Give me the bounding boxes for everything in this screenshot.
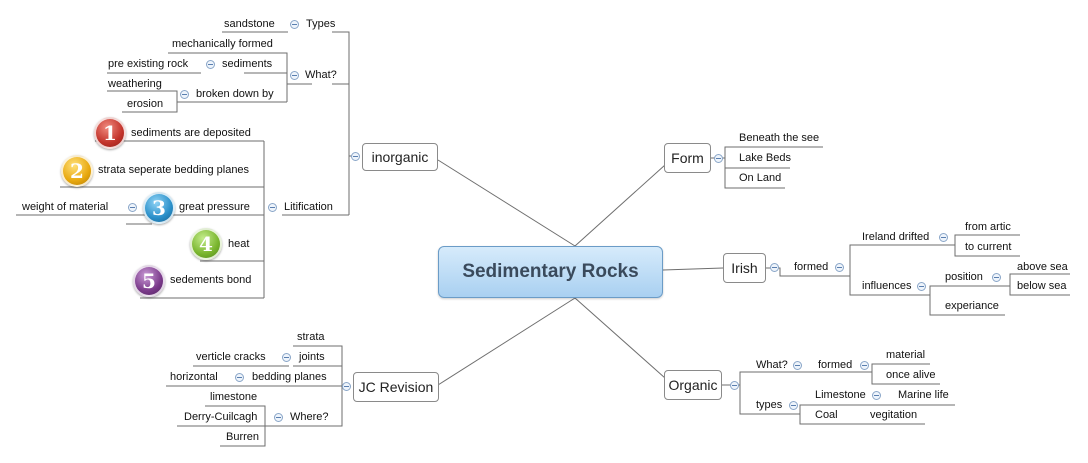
node-weathering[interactable]: weathering: [108, 78, 162, 90]
central-topic[interactable]: Sedimentary Rocks: [438, 246, 663, 298]
collapse-icon[interactable]: [714, 154, 723, 163]
node-position[interactable]: position: [945, 271, 983, 283]
node-litification[interactable]: Litification: [284, 201, 333, 213]
node-beneath-the-see[interactable]: Beneath the see: [739, 132, 820, 144]
node-strata[interactable]: strata: [297, 331, 325, 343]
collapse-icon[interactable]: [939, 233, 948, 242]
node-derry-cuilcagh[interactable]: Derry-Cuilcagh: [184, 411, 258, 423]
node-types[interactable]: Types: [306, 18, 336, 30]
node-below-sea[interactable]: below sea: [1017, 280, 1067, 292]
node-sedements-bond[interactable]: sedements bond: [170, 274, 252, 286]
collapse-icon[interactable]: [268, 203, 277, 212]
collapse-icon[interactable]: [793, 361, 802, 370]
node-marine-life[interactable]: Marine life: [898, 389, 949, 401]
collapse-icon[interactable]: [835, 263, 844, 272]
marker-3: 3: [143, 192, 175, 224]
node-what-organic[interactable]: What?: [756, 359, 788, 371]
node-bedding-planes[interactable]: bedding planes: [252, 371, 327, 383]
collapse-icon[interactable]: [770, 263, 779, 272]
topic-form[interactable]: Form: [664, 143, 711, 173]
node-limestone-organic[interactable]: Limestone: [815, 389, 866, 401]
node-above-sea[interactable]: above sea: [1017, 261, 1068, 273]
collapse-icon[interactable]: [128, 203, 137, 212]
node-erosion[interactable]: erosion: [127, 98, 164, 110]
collapse-icon[interactable]: [992, 273, 1001, 282]
node-formed[interactable]: formed: [794, 261, 829, 273]
node-strata-bedding[interactable]: strata seperate bedding planes: [98, 164, 250, 176]
collapse-icon[interactable]: [917, 282, 926, 291]
collapse-icon[interactable]: [206, 60, 215, 69]
node-experiance[interactable]: experiance: [945, 300, 999, 312]
collapse-icon[interactable]: [290, 20, 299, 29]
node-influences[interactable]: influences: [862, 280, 912, 292]
collapse-icon[interactable]: [282, 353, 291, 362]
node-types-organic[interactable]: types: [756, 399, 783, 411]
marker-5: 5: [133, 265, 165, 297]
node-sediments-deposited[interactable]: sediments are deposited: [131, 127, 251, 139]
node-to-current[interactable]: to current: [965, 241, 1012, 253]
node-pre-existing-rock[interactable]: pre existing rock: [108, 58, 189, 70]
node-heat[interactable]: heat: [228, 238, 250, 250]
node-formed-organic[interactable]: formed: [818, 359, 853, 371]
collapse-icon[interactable]: [342, 382, 351, 391]
topic-organic[interactable]: Organic: [664, 370, 722, 400]
node-joints[interactable]: joints: [299, 351, 325, 363]
node-ireland-drifted[interactable]: Ireland drifted: [862, 231, 930, 243]
node-verticle-cracks[interactable]: verticle cracks: [196, 351, 266, 363]
node-broken-down-by[interactable]: broken down by: [196, 88, 274, 100]
node-burren[interactable]: Burren: [226, 431, 260, 443]
collapse-icon[interactable]: [274, 413, 283, 422]
node-weight-of-material[interactable]: weight of material: [22, 201, 109, 213]
node-on-land[interactable]: On Land: [739, 172, 782, 184]
marker-4: 4: [190, 228, 222, 260]
collapse-icon[interactable]: [290, 71, 299, 80]
node-vegitation[interactable]: vegitation: [870, 409, 918, 421]
node-horizontal[interactable]: horizontal: [170, 371, 218, 383]
node-sediments[interactable]: sediments: [222, 58, 273, 70]
node-great-pressure[interactable]: great pressure: [179, 201, 250, 213]
collapse-icon[interactable]: [351, 152, 360, 161]
topic-inorganic[interactable]: inorganic: [362, 143, 438, 171]
node-lake-beds[interactable]: Lake Beds: [739, 152, 791, 164]
node-where[interactable]: Where?: [290, 411, 329, 423]
marker-2: 2: [61, 155, 93, 187]
node-what[interactable]: What?: [305, 69, 337, 81]
collapse-icon[interactable]: [789, 401, 798, 410]
node-mechanically-formed[interactable]: mechanically formed: [172, 38, 273, 50]
collapse-icon[interactable]: [860, 361, 869, 370]
node-once-alive[interactable]: once alive: [886, 369, 936, 381]
topic-irish[interactable]: Irish: [723, 253, 766, 283]
node-from-artic[interactable]: from artic: [965, 221, 1011, 233]
marker-1: 1: [94, 117, 126, 149]
collapse-icon[interactable]: [872, 391, 881, 400]
collapse-icon[interactable]: [180, 90, 189, 99]
topic-jc-revision[interactable]: JC Revision: [353, 372, 439, 402]
collapse-icon[interactable]: [730, 381, 739, 390]
node-sandstone[interactable]: sandstone: [224, 18, 275, 30]
collapse-icon[interactable]: [235, 373, 244, 382]
node-coal[interactable]: Coal: [815, 409, 838, 421]
node-material[interactable]: material: [886, 349, 926, 361]
node-limestone[interactable]: limestone: [210, 391, 258, 403]
